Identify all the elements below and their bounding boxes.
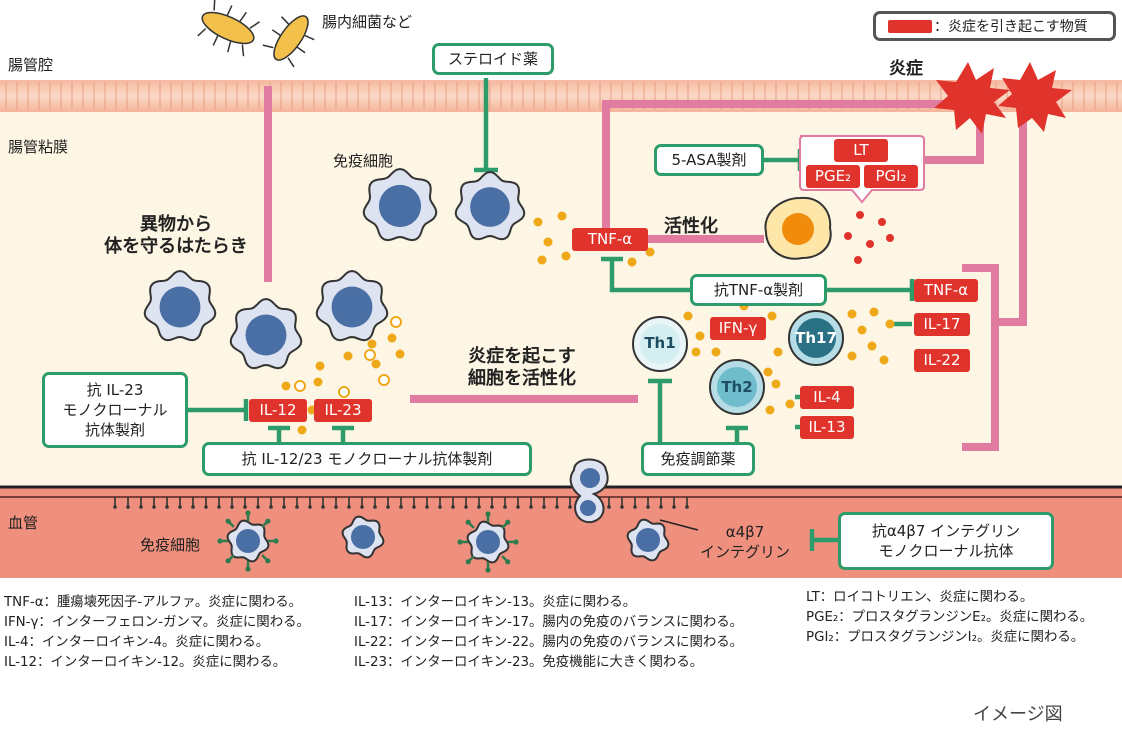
il23-badge: IL-23 — [314, 399, 372, 422]
immune-cell-label-top: 免疫細胞 — [333, 152, 394, 170]
image-note: イメージ図 — [973, 704, 1063, 725]
glossary-item: IFN-γ：インターフェロン-ガンマ。炎症に関わる。 — [4, 615, 310, 630]
il12-badge: IL-12 — [249, 399, 307, 422]
anti-il23-line-2: モノクローナル — [62, 401, 168, 419]
vessel-label: 血管 — [8, 514, 39, 532]
mucosa-label: 腸管粘膜 — [8, 138, 69, 156]
immune-cell-icon — [457, 511, 519, 573]
tnf-alpha-right-badge: TNF-α — [914, 279, 978, 302]
anti-tnf-drug-box: 抗TNF-α製剤 — [690, 274, 827, 306]
anti-il23-line-1: 抗 IL-23 — [86, 381, 144, 399]
th1-cell-icon — [632, 316, 688, 372]
green-inhibitor-lines — [186, 78, 915, 551]
mediator-droplets — [844, 211, 894, 264]
lumen-label: 腸管腔 — [8, 56, 54, 74]
glossary-item: PGI₂：プロスタグランジンI₂。炎症に関わる。 — [806, 630, 1085, 645]
glossary-item: IL-13：インターロイキン-13。炎症に関わる。 — [354, 595, 637, 610]
glossary-item: IL-4：インターロイキン-4。炎症に関わる。 — [4, 635, 270, 650]
th1-label: Th1 — [644, 334, 676, 352]
th2-cell-icon — [709, 359, 765, 415]
integrin-label-line-1: α4β7 — [725, 523, 765, 541]
bacteria-icon — [197, 0, 315, 68]
immune-cell-icon — [229, 297, 303, 370]
il13-badge: IL-13 — [800, 416, 854, 439]
immune-cell-icon — [454, 170, 526, 241]
il22-badge: IL-22 — [914, 349, 970, 372]
anti-il23-line-3: 抗体製剤 — [84, 421, 145, 439]
legend: ：炎症を引き起こす物質 — [873, 11, 1116, 41]
th17-label: Th17 — [795, 329, 837, 347]
immune-cell-icon — [217, 510, 279, 572]
glossary-item: IL-17：インターロイキン-17。腸内の免疫のバランスに関わる。 — [354, 615, 744, 630]
glossary-item: TNF-α：腫瘍壊死因子-アルファ。炎症に関わる。 — [4, 595, 303, 610]
glossary-item: PGE₂：プロスタグランジンE₂。炎症に関わる。 — [806, 610, 1094, 625]
immune-cell-icon — [362, 167, 438, 242]
glossary-item: IL-22：インターロイキン-22。腸内の免疫のバランスに関わる。 — [354, 635, 744, 650]
il17-badge: IL-17 — [914, 313, 970, 336]
integrin-label: α4β7 インテグリン — [700, 522, 790, 562]
th2-label: Th2 — [721, 378, 753, 396]
anti-il23-drug-box: 抗 IL-23 モノクローナル 抗体製剤 — [42, 372, 188, 448]
th17-cell-icon — [788, 310, 844, 366]
immunomodulator-drug-box: 免疫調節薬 — [641, 442, 755, 476]
anti-integrin-line-2: モノクローナル抗体 — [878, 542, 1014, 560]
legend-text: ：炎症を引き起こす物質 — [934, 19, 1088, 35]
anti-il12-23-drug-box: 抗 IL-12/23 モノクローナル抗体製剤 — [202, 442, 532, 476]
anti-integrin-drug-box: 抗α4β7 インテグリン モノクローナル抗体 — [838, 512, 1054, 570]
defense-text: 異物から 体を守るはたらき — [76, 214, 276, 258]
tnf-alpha-center-badge: TNF-α — [572, 228, 648, 251]
immune-cell-icon — [341, 515, 385, 559]
activate-cells-line-1: 炎症を起こす — [468, 346, 576, 367]
glossary-col-2: IL-13：インターロイキン-13。炎症に関わる。 IL-17：インターロイキン… — [354, 593, 743, 673]
lt-badge: LT — [834, 139, 888, 162]
pgi2-badge: PGI₂ — [864, 165, 918, 188]
inflammation-label: 炎症 — [889, 59, 923, 79]
glossary-item: LT：ロイコトリエン、炎症に関わる。 — [806, 590, 1034, 605]
defense-text-line-2: 体を守るはたらき — [104, 236, 248, 257]
defense-text-line-1: 異物から — [140, 214, 212, 235]
il4-badge: IL-4 — [800, 386, 854, 409]
activation-label: 活性化 — [664, 216, 718, 237]
glossary-col-1: TNF-α：腫瘍壊死因子-アルファ。炎症に関わる。 IFN-γ：インターフェロン… — [4, 593, 310, 673]
glossary-item: IL-23：インターロイキン-23。免疫機能に大きく関わる。 — [354, 655, 704, 670]
inflammation-burst-icon — [934, 62, 1072, 134]
migrating-cell-icon — [569, 458, 609, 524]
glossary-col-3: LT：ロイコトリエン、炎症に関わる。 PGE₂：プロスタグランジンE₂。炎症に関… — [806, 588, 1093, 648]
immune-cell-icon — [315, 269, 389, 342]
bacteria-label: 腸内細菌など — [322, 13, 413, 31]
activate-cells-line-2: 細胞を活性化 — [468, 368, 576, 389]
asa-drug-box: 5-ASA製剤 — [654, 144, 764, 176]
pink-pathways — [264, 86, 1027, 451]
immune-cell-label-vessel: 免疫細胞 — [140, 536, 201, 554]
activate-cells-text: 炎症を起こす 細胞を活性化 — [422, 346, 622, 390]
glossary-item: IL-12：インターロイキン-12。炎症に関わる。 — [4, 655, 287, 670]
steroid-drug-box: ステロイド薬 — [432, 43, 554, 75]
ifn-gamma-badge: IFN-γ — [710, 317, 766, 340]
legend-swatch — [888, 20, 932, 33]
activated-cell-icon — [764, 196, 832, 260]
immune-cell-icon — [626, 518, 670, 562]
anti-integrin-line-1: 抗α4β7 インテグリン — [871, 522, 1021, 540]
pge2-badge: PGE₂ — [806, 165, 860, 188]
immune-cell-icon — [143, 269, 217, 342]
integrin-label-line-2: インテグリン — [700, 543, 791, 561]
